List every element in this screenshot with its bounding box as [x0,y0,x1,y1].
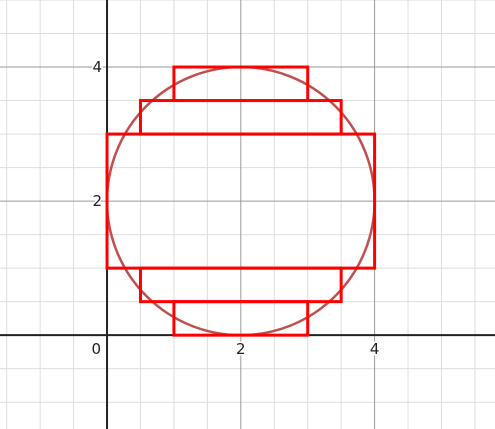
y-tick-label: 4 [92,58,102,76]
plot-shapes [105,65,377,337]
x-tick-label: 4 [370,340,380,358]
x-tick-label: 0 [91,340,101,358]
x-tick-label: 2 [236,340,246,358]
tick-labels: 0 2 4 2 4 [90,57,381,360]
rectangle-5 [172,300,310,337]
y-tick-label: 2 [92,192,102,210]
